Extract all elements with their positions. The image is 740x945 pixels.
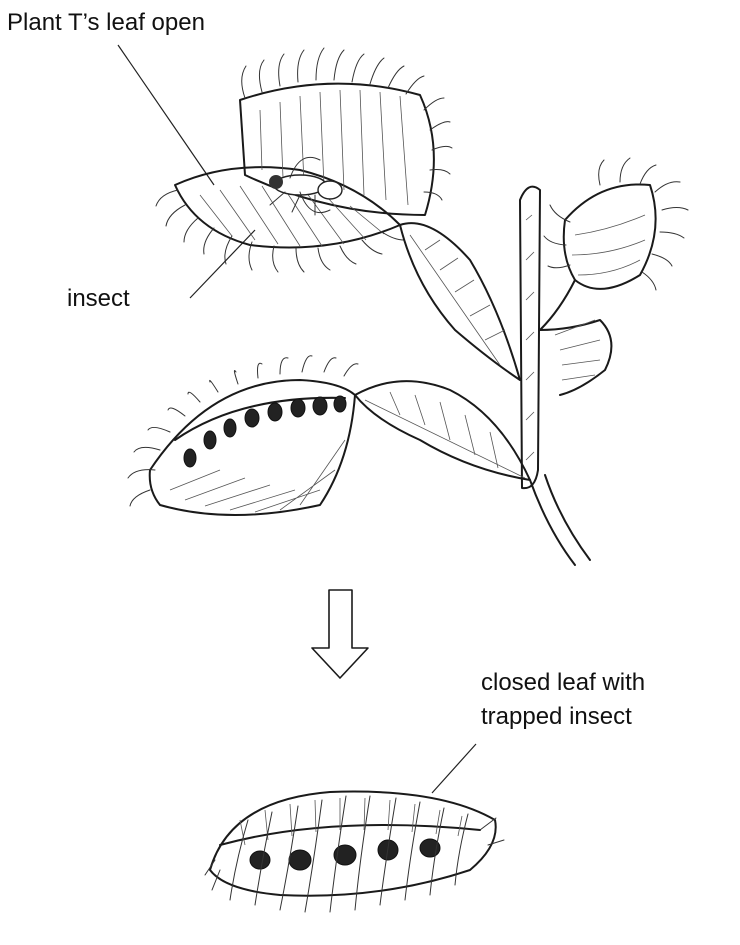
- open-leaf-leader-line: [118, 45, 214, 185]
- down-arrow-icon: [312, 590, 368, 678]
- open-trap-upper: [156, 48, 452, 272]
- insect-label: insect: [67, 284, 130, 314]
- insect-fly: [269, 157, 342, 215]
- leaf-blade-upper: [400, 223, 520, 380]
- closed-trap: [205, 792, 504, 912]
- closed-leaf-label-line2: trapped insect: [481, 702, 632, 732]
- closed-leaf-label-line1: closed leaf with: [481, 668, 645, 698]
- insect-leader-line: [190, 230, 255, 298]
- open-trap-lower: [128, 356, 358, 515]
- open-trap-right: [540, 158, 688, 395]
- closed-leaf-leader-line: [432, 744, 476, 793]
- leaf-blade-lower: [355, 381, 530, 480]
- open-leaf-label: Plant T’s leaf open: [7, 8, 205, 38]
